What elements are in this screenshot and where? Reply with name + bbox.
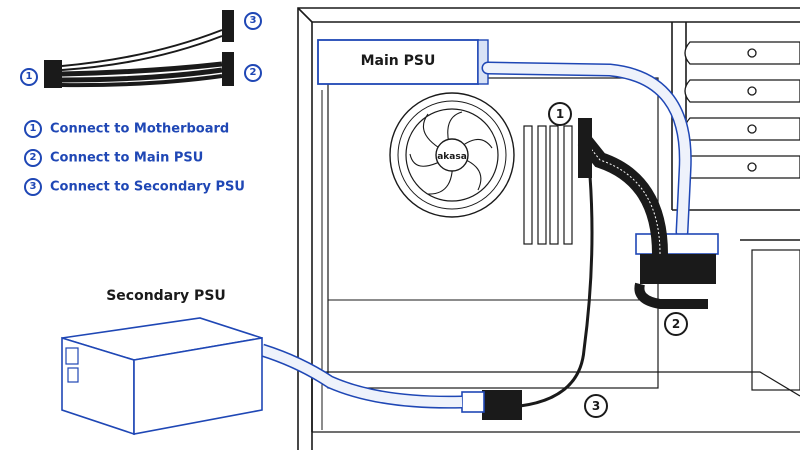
legend-text-3: Connect to Secondary PSU bbox=[50, 179, 245, 195]
main-psu-box bbox=[317, 39, 489, 85]
cpu-cooler bbox=[389, 92, 515, 218]
legend-num-1: 1 bbox=[24, 120, 42, 138]
main-psu-connector bbox=[634, 233, 719, 309]
cable-callout-2: 2 bbox=[244, 64, 262, 82]
secondary-connector bbox=[461, 390, 522, 420]
splitter-cable-illustration bbox=[44, 10, 234, 88]
callout-3: 3 bbox=[584, 394, 608, 418]
legend-text-2: Connect to Main PSU bbox=[50, 150, 204, 166]
drive-bays bbox=[684, 41, 800, 179]
legend-item-2: 2 Connect to Main PSU bbox=[24, 149, 203, 167]
main-psu-label: Main PSU bbox=[360, 53, 436, 69]
motherboard-24pin bbox=[578, 118, 592, 178]
legend-num-2: 2 bbox=[24, 149, 42, 167]
legend-item-1: 1 Connect to Motherboard bbox=[24, 120, 229, 138]
legend-num-3: 3 bbox=[24, 178, 42, 196]
cooler-brand-label: akasa bbox=[437, 152, 467, 162]
secondary-psu-box bbox=[61, 317, 263, 436]
secondary-link-cable bbox=[519, 175, 594, 408]
secondary-psu-label: Secondary PSU bbox=[106, 288, 226, 304]
callout-1: 1 bbox=[548, 102, 572, 126]
callout-2: 2 bbox=[664, 312, 688, 336]
legend-item-3: 3 Connect to Secondary PSU bbox=[24, 178, 245, 196]
ram-slots bbox=[523, 125, 573, 245]
legend-text-1: Connect to Motherboard bbox=[50, 121, 230, 137]
cable-callout-1: 1 bbox=[20, 68, 38, 86]
cable-callout-3: 3 bbox=[244, 12, 262, 30]
